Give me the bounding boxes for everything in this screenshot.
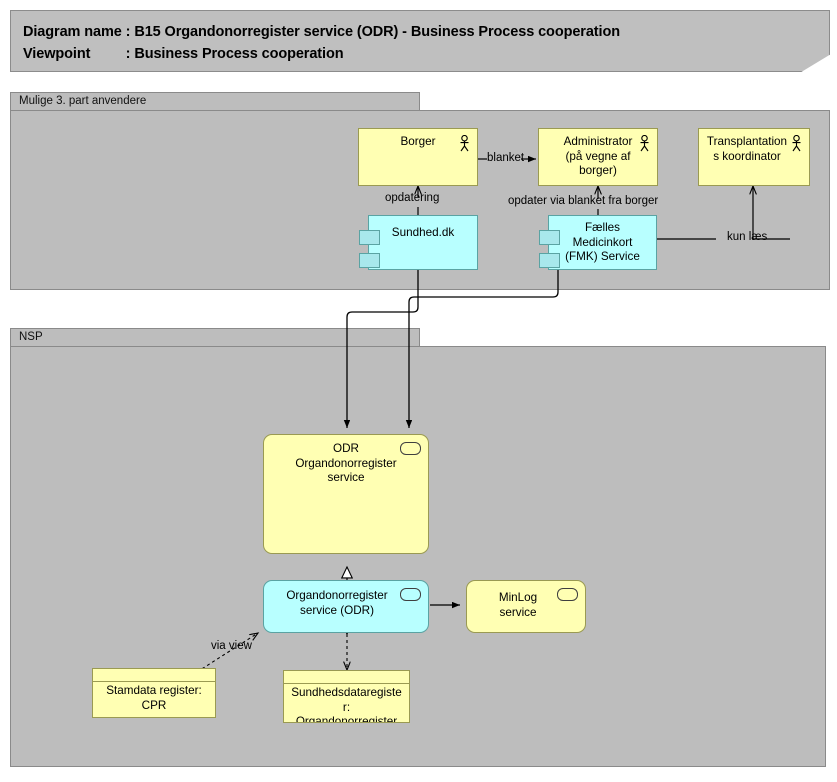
- edge-label-opdatering: opdatering: [385, 192, 440, 204]
- node-minlog-service[interactable]: MinLog service: [466, 580, 586, 633]
- node-transplantations-koordinator[interactable]: Transplantation s koordinator: [698, 128, 810, 186]
- service-oval-icon: [557, 588, 578, 601]
- node-odr-business-service-label: ODR Organdonorregister service: [295, 442, 397, 484]
- group-tab-nsp: NSP: [10, 328, 420, 347]
- viewpoint-line: Viewpoint : Business Process cooperation: [23, 46, 344, 62]
- viewpoint-label: Viewpoint :: [23, 46, 131, 62]
- component-tab-icon: [539, 230, 560, 245]
- data-object-header-icon: [93, 669, 215, 682]
- service-oval-icon: [400, 588, 421, 601]
- edge-label-blanket: blanket: [487, 152, 525, 164]
- edge-label-via-view: via view: [211, 640, 252, 652]
- component-tab-icon: [359, 253, 380, 268]
- node-borger-label: Borger: [400, 135, 436, 148]
- node-data-object-sundhedsdataregister[interactable]: Sundhedsdataregiste r: Organdonorregiste…: [283, 670, 410, 723]
- group-label-nsp: NSP: [19, 331, 43, 343]
- component-tab-icon: [539, 253, 560, 268]
- viewpoint-value: Business Process cooperation: [134, 46, 344, 62]
- node-sundhed-dk[interactable]: Sundhed.dk: [359, 215, 478, 270]
- node-administrator-label: Administrator (på vegne af borger): [563, 135, 633, 177]
- group-tab-third-party: Mulige 3. part anvendere: [10, 92, 420, 111]
- node-data-object-sundhedsdataregister-label: Sundhedsdataregiste r: Organdonorregiste…: [291, 686, 402, 723]
- node-minlog-service-label: MinLog service: [498, 591, 538, 619]
- diagram-name-value: B15 Organdonorregister service (ODR) - B…: [134, 24, 620, 40]
- node-borger[interactable]: Borger: [358, 128, 478, 186]
- node-fmk-service[interactable]: Fælles Medicinkort (FMK) Service: [539, 215, 657, 270]
- diagram-name-label: Diagram name :: [23, 24, 131, 40]
- edge-label-kun-laes: kun læs: [727, 231, 768, 243]
- service-oval-icon: [400, 442, 421, 455]
- node-data-object-cpr-label: Stamdata register: CPR: [106, 684, 202, 712]
- group-label-third-party: Mulige 3. part anvendere: [19, 95, 147, 107]
- node-administrator[interactable]: Administrator (på vegne af borger): [538, 128, 658, 186]
- data-object-header-icon: [284, 671, 409, 684]
- node-odr-application-service[interactable]: Organdonorregister service (ODR): [263, 580, 429, 633]
- node-transplantations-koordinator-label: Transplantation s koordinator: [706, 135, 788, 163]
- diagram-title-box: Diagram name : B15 Organdonorregister se…: [10, 10, 830, 72]
- node-sundhed-dk-label: Sundhed.dk: [391, 226, 455, 239]
- diagram-name-line: Diagram name : B15 Organdonorregister se…: [23, 24, 620, 40]
- business-actor-icon: [792, 135, 801, 152]
- node-odr-business-service[interactable]: ODR Organdonorregister service: [263, 434, 429, 554]
- node-odr-application-service-label: Organdonorregister service (ODR): [286, 589, 388, 617]
- component-tab-icon: [359, 230, 380, 245]
- node-fmk-service-label: Fælles Medicinkort (FMK) Service: [565, 221, 640, 263]
- edge-label-opdater-via-blanket: opdater via blanket fra borger: [508, 195, 659, 207]
- business-actor-icon: [640, 135, 649, 152]
- node-data-object-cpr[interactable]: Stamdata register: CPR: [92, 668, 216, 718]
- business-actor-icon: [460, 135, 469, 152]
